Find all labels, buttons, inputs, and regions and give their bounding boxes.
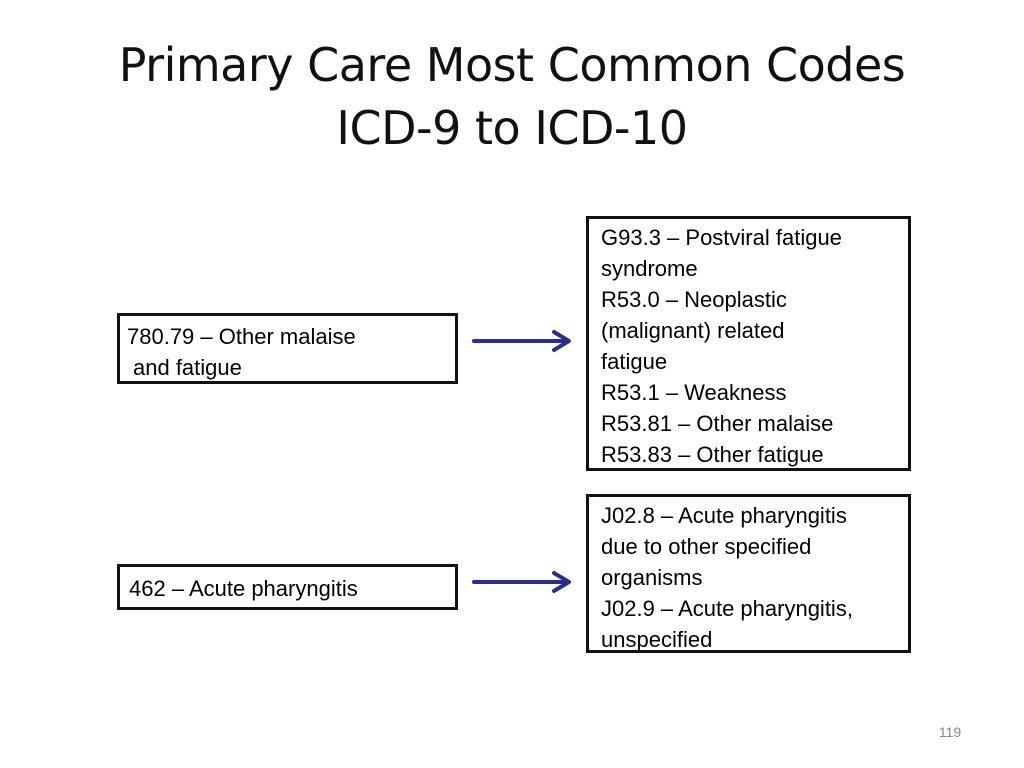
icd10-line: J02.8 – Acute pharyngitis — [601, 503, 847, 528]
icd10-line: fatigue — [601, 349, 668, 374]
slide-title-line-1: Primary Care Most Common Codes — [118, 38, 906, 92]
icd10-line: due to other specified — [601, 534, 812, 559]
icd10-line: syndrome — [601, 256, 698, 281]
arrow-right-icon — [472, 571, 571, 593]
icd10-line: R53.83 – Other fatigue — [601, 442, 824, 467]
icd10-code-box-fatigue: G93.3 – Postviral fatigue syndrome R53.0… — [586, 216, 911, 471]
icd10-code-box-pharyngitis: J02.8 – Acute pharyngitis due to other s… — [586, 494, 911, 653]
icd10-line: R53.81 – Other malaise — [601, 411, 834, 436]
icd10-line: (malignant) related — [601, 318, 785, 343]
icd10-line: G93.3 – Postviral fatigue — [601, 225, 842, 250]
icd9-line: 462 – Acute pharyngitis — [129, 576, 358, 601]
icd9-line: and fatigue — [133, 355, 242, 380]
icd9-code-box-malaise: 780.79 – Other malaise and fatigue — [117, 313, 458, 384]
icd10-line: R53.1 – Weakness — [601, 380, 787, 405]
icd10-line: organisms — [601, 565, 703, 590]
slide-title-line-2: ICD-9 to ICD-10 — [336, 101, 688, 155]
slide-title: Primary Care Most Common Codes ICD-9 to … — [0, 34, 1024, 160]
arrow-right-icon — [472, 330, 571, 352]
page-number: 119 — [938, 724, 962, 740]
icd9-code-box-pharyngitis: 462 – Acute pharyngitis — [117, 564, 458, 610]
icd9-line: 780.79 – Other malaise — [127, 324, 356, 349]
icd10-line: unspecified — [601, 627, 713, 652]
icd10-line: R53.0 – Neoplastic — [601, 287, 787, 312]
icd10-line: J02.9 – Acute pharyngitis, — [601, 596, 853, 621]
